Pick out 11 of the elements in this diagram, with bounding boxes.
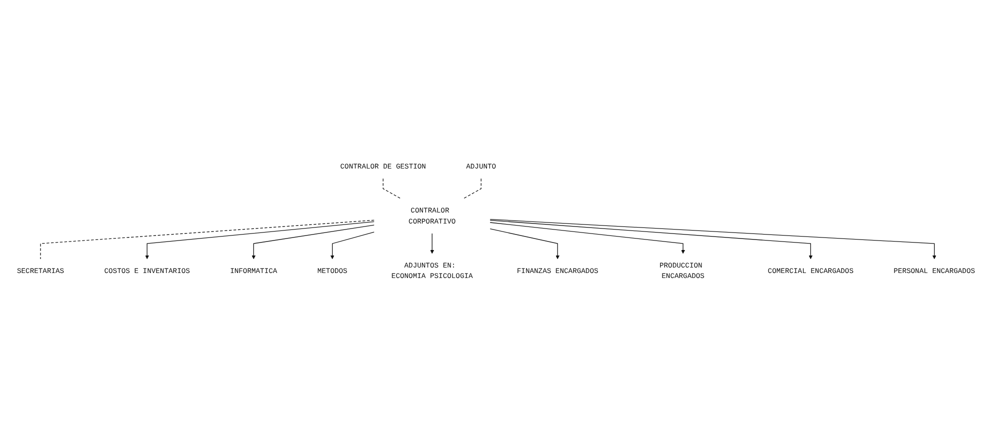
arrow [490,218,936,260]
arrow [490,222,685,254]
connector [382,178,402,200]
arrow [430,233,434,254]
arrow [145,221,374,260]
arrow [490,220,813,260]
connector [40,220,374,260]
connector [462,178,482,200]
arrow [252,224,374,260]
arrow [490,228,560,260]
arrow [330,232,374,260]
